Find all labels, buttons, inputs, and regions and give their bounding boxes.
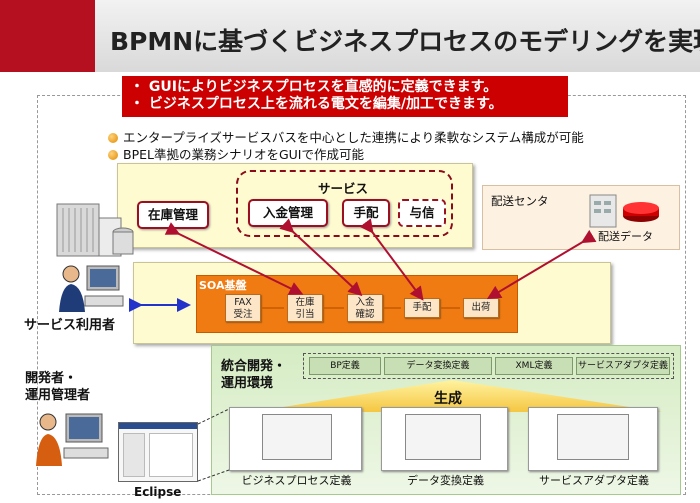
user-label: サービス利用者	[24, 318, 116, 333]
bullet-text: エンタープライズサービスバスを中心とした連携により柔軟なシステム構成が可能	[123, 130, 584, 145]
delivery-data-label: 配送データ	[598, 230, 653, 243]
def-bp: BP定義	[309, 357, 381, 375]
eclipse-label: Eclipse	[134, 485, 182, 499]
developer-workstation-icon	[36, 413, 109, 466]
adapter-screenshot	[557, 414, 629, 460]
eclipse-editor	[149, 433, 193, 477]
key-point: ・ ビジネスプロセス上を流れる電文を編集/加工できます。	[130, 96, 503, 112]
soa-step-fax: FAX 受注	[225, 294, 261, 322]
page-title: BPMNに基づくビジネスプロセスのモデリングを実現	[110, 27, 700, 56]
def-data-transform: データ変換定義	[384, 357, 492, 375]
def-service-adapter: サービスアダプタ定義	[576, 357, 670, 375]
header-band	[0, 0, 700, 72]
bullet-dot-icon	[108, 133, 118, 143]
bullet-item: エンタープライズサービスバスを中心とした連携により柔軟なシステム構成が可能	[108, 127, 584, 146]
ide-env-label: 統合開発・ 運用環境	[221, 359, 287, 391]
key-points-box: ・ GUIによりビジネスプロセスを直感的に定義できます。 ・ ビジネスプロセス上…	[122, 76, 568, 117]
server-rack-icon	[56, 203, 134, 257]
database-icon	[623, 202, 659, 222]
eclipse-sidebar	[123, 433, 145, 477]
soa-step-ship: 出荷	[463, 298, 499, 318]
bp-screenshot	[262, 414, 332, 460]
header-accent	[0, 0, 95, 72]
delivery-center-label: 配送センタ	[491, 194, 549, 208]
soa-step-inventory: 在庫 引当	[287, 294, 323, 322]
defs-group	[303, 353, 674, 379]
user-workstation-icon	[59, 265, 124, 312]
eclipse-screenshot	[118, 422, 198, 482]
eclipse-titlebar	[119, 423, 197, 429]
bullet-text: BPEL準拠の業務シナリオをGUIで作成可能	[123, 147, 364, 162]
bullet-dot-icon	[108, 150, 118, 160]
screen-label-bp: ビジネスプロセス定義	[241, 474, 352, 487]
key-point: ・ GUIによりビジネスプロセスを直感的に定義できます。	[130, 79, 498, 95]
data-screenshot	[405, 414, 481, 460]
server-icon	[589, 194, 617, 228]
services-group-label: サービス	[318, 181, 369, 196]
bullet-item: BPEL準拠の業務シナリオをGUIで作成可能	[108, 144, 364, 163]
def-xml: XML定義	[495, 357, 573, 375]
screen-label-data: データ変換定義	[407, 474, 484, 487]
developer-label: 開発者・ 運用管理者	[25, 371, 91, 403]
generate-arrow	[252, 380, 662, 412]
generate-label: 生成	[434, 391, 462, 407]
screen-label-adapter: サービスアダプタ定義	[539, 474, 649, 487]
